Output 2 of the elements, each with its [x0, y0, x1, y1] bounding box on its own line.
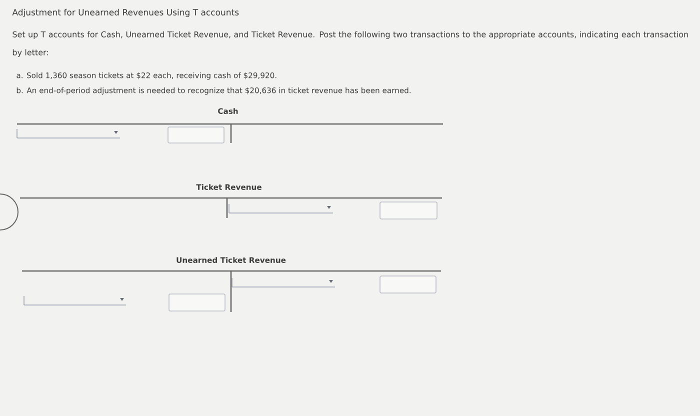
instruction-text: Set up T accounts for Cash, Unearned Ticket Revenue, and Ticket Revenue. Post the following two transactions to the appropriate accounts, indicating each transaction by letter: [12, 31, 688, 57]
page-title: Adjustment for Unearned Revenues Using T accounts [12, 8, 239, 18]
